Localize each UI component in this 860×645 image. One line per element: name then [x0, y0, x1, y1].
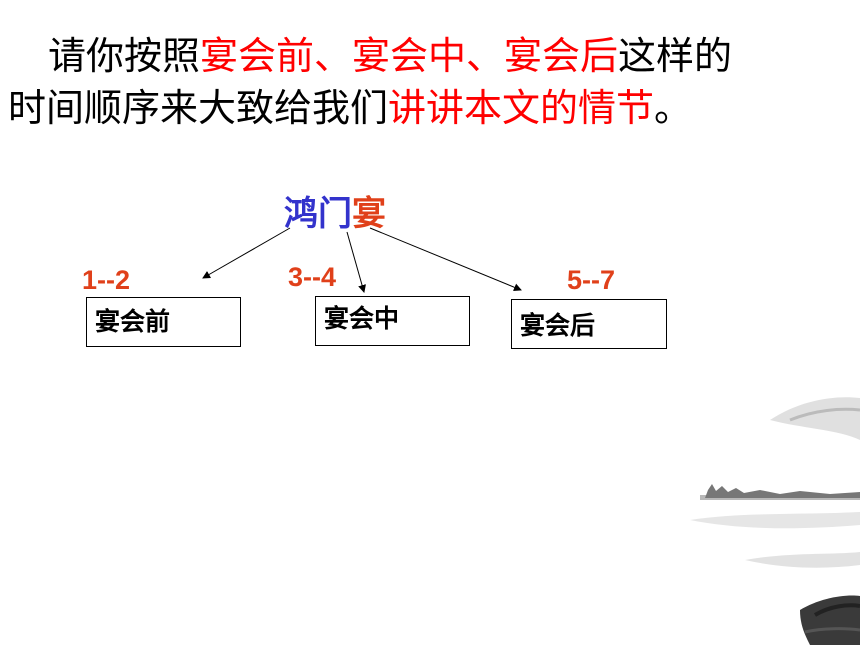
intro-highlight-1: 宴会前、宴会中、宴会后 [200, 34, 619, 78]
box-after: 宴会后 [511, 299, 667, 349]
intro-text: 请你按照宴会前、宴会中、宴会后这样的 时间顺序来大致给我们讲讲本文的情节。 [8, 30, 853, 134]
diagram-title-part-2: 宴 [352, 194, 386, 234]
box-during: 宴会中 [315, 296, 470, 346]
intro-part-4: 。 [654, 86, 693, 130]
range-label-during: 3--4 [288, 262, 337, 292]
arrow-to-during [346, 231, 366, 293]
intro-part-1: 请你按照 [48, 34, 201, 78]
diagram-title: 鸿门宴 [284, 186, 386, 235]
box-before: 宴会前 [86, 297, 241, 347]
arrow-to-before [202, 227, 291, 279]
intro-highlight-2: 讲讲本文的情节 [388, 86, 655, 130]
arrow-to-after [369, 227, 522, 292]
diagram-title-part-1: 鸿门 [284, 194, 352, 234]
intro-part-2: 这样的 [618, 34, 733, 78]
intro-line-1: 请你按照宴会前、宴会中、宴会后这样的 [8, 30, 853, 82]
intro-line-2: 时间顺序来大致给我们讲讲本文的情节。 [8, 82, 853, 134]
intro-part-3: 时间顺序来大致给我们 [8, 86, 389, 130]
range-label-before: 1--2 [82, 265, 131, 295]
range-label-after: 5--7 [567, 265, 616, 295]
